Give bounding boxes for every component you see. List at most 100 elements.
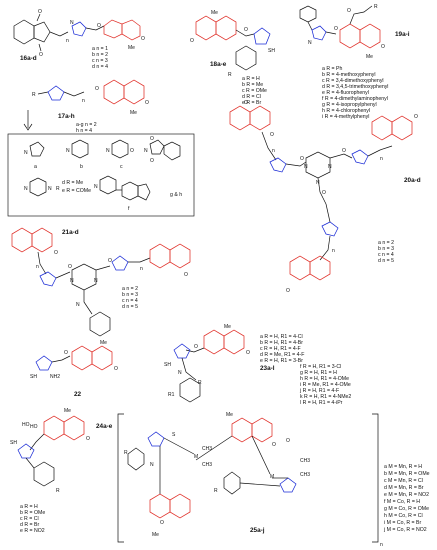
benzyl-ring: [299, 5, 317, 23]
atom-N: N: [304, 164, 308, 170]
compound-25: n Me S R R M M CH3 CH3 CH3 CH3: [117, 412, 430, 548]
atom-O: O: [64, 350, 68, 356]
atom-O: O: [322, 190, 326, 196]
indandione-scaffold: [13, 13, 51, 52]
compound-label: 20a-d: [404, 177, 421, 184]
variant-i: i R = 4-methylphenyl: [322, 114, 369, 120]
atom-O: O: [300, 156, 304, 162]
atom-CH3: CH3: [300, 458, 310, 464]
amine-linker: [37, 91, 49, 95]
triazole-ring: [111, 255, 129, 271]
atom-N: N: [328, 164, 332, 170]
variant-a: a n = 2: [378, 240, 394, 246]
atom-Me: Me: [226, 412, 233, 418]
linker-n: n: [36, 264, 39, 270]
atom-SH: SH: [164, 362, 171, 368]
aryl-ring: [127, 447, 241, 495]
amine-label-a: a: [34, 164, 37, 170]
amine-b: N b: [66, 139, 89, 170]
variant-b: b n = 3: [378, 246, 394, 252]
coumarin-ring: [43, 415, 85, 441]
amine-label-c: c: [120, 164, 123, 170]
atom-R1: R1: [168, 392, 175, 398]
benzyl-ring: [89, 311, 111, 337]
oxy-linker: [235, 29, 255, 37]
variant-c: c R = 3,4-dimethoxyphenyl: [322, 78, 384, 84]
linker-n: n: [82, 98, 85, 104]
atom-M: M: [270, 474, 274, 480]
compound-label: 18a-e: [210, 61, 227, 68]
variant-a: a R = H: [20, 504, 38, 510]
bracket-left: [117, 413, 124, 543]
atom-O: O: [270, 132, 274, 138]
variant-h: h M = Co, R = Cl: [384, 513, 423, 519]
atom-R: R: [56, 186, 60, 192]
atom-O: O: [97, 23, 101, 29]
linker-n: n: [140, 266, 143, 272]
oxy-linker: [285, 161, 307, 167]
oxy-linker-right: [329, 153, 353, 159]
atom-N: N: [24, 186, 28, 192]
amine-g-h: N O O g & h: [144, 136, 182, 198]
compound-20: O O n O N N N O n O O n: [229, 100, 421, 294]
variant-i: i M = Co, R = Br: [384, 520, 421, 526]
triazole-ring: [147, 431, 297, 493]
atom-O: O: [286, 438, 290, 444]
triazole-ring: [311, 25, 327, 41]
variant-a: a n = 2: [122, 286, 138, 292]
variant-list: a n = 2 b n = 3 c n = 4 d n = 5: [378, 240, 394, 264]
amine-label-f: f: [128, 206, 130, 212]
alkyl-linker: [319, 235, 331, 261]
variant-e: e R = 4-fluorophenyl: [322, 90, 369, 96]
variant-c: c R = OMe: [242, 88, 267, 94]
oxy-linker: [85, 25, 105, 31]
atom-N: N: [94, 184, 98, 190]
variant-a: a R = H, R1 = 4-Cl: [260, 334, 303, 340]
compound-19: N O O R O Me 19a-i a R = Ph b R = 4-meth…: [299, 4, 410, 120]
variant-f: f M = Co, R = H: [384, 499, 420, 505]
variant-list: a n = 1 b n = 2 c n = 3 d n = 4: [92, 46, 108, 70]
alkyl-linker: [37, 251, 47, 275]
variant-d: d n = 5: [122, 304, 138, 310]
coumarin-ring: [149, 243, 191, 269]
variant-c: c n = 4: [378, 252, 394, 258]
atom-R: R: [56, 488, 60, 494]
coumarin-ring: [339, 23, 381, 49]
variant-list: a R = H, R1 = 4-Cl b R = H, R1 = 4-Br c …: [260, 334, 351, 406]
variant-list: a R = Ph b R = 4-methoxyphenyl c R = 3,4…: [322, 66, 388, 120]
variant-h: h R = H, R1 = 4-OMe: [300, 376, 349, 382]
variant-a: a M = Mn, R = H: [384, 464, 422, 470]
coumarin-ring: [229, 105, 271, 131]
compound-22: Me SH NH2 O O 22: [30, 340, 118, 398]
compound-label: 16a-d: [20, 55, 37, 62]
triazole-ring: [253, 27, 271, 45]
triazole-ring: [351, 149, 369, 165]
amine-label-b: b: [80, 164, 83, 170]
variant-f: f R = H, R1 = 3-Cl: [300, 364, 341, 370]
coumarin-ring: [195, 15, 237, 41]
variant-e: e M = Mn, R = NO2: [384, 492, 429, 498]
variant-b: b R = 4-methoxyphenyl: [322, 72, 376, 78]
atom-N: N: [94, 278, 98, 284]
compound-label: 22: [74, 391, 82, 398]
oxy-linker-down: [317, 177, 327, 205]
atom-O: O: [246, 350, 250, 356]
compound-21: 21a-d O n O N N O n O N: [11, 227, 191, 337]
variant-c: c n = 4: [122, 298, 138, 304]
compound-label: 23a-l: [260, 365, 275, 372]
atom-O: O: [54, 250, 58, 256]
variant-a: a n = 1: [92, 46, 108, 52]
alkyl-linker: [128, 257, 151, 263]
atom-O: O: [150, 136, 154, 142]
aryl-ring: [235, 45, 257, 71]
variant-b: b R = H, R1 = 4-Br: [260, 340, 303, 346]
atom-O: O: [272, 442, 276, 448]
atom-SH: SH: [268, 48, 275, 54]
variant-c: c R = Cl: [20, 516, 39, 522]
atom-R: R: [214, 488, 218, 494]
atom-O: O: [347, 8, 351, 14]
variant-l: l R = H, R1 = 4-iPr: [300, 400, 343, 406]
coumarin-ring: [11, 227, 53, 253]
compound-label: 25a-j: [250, 527, 265, 534]
